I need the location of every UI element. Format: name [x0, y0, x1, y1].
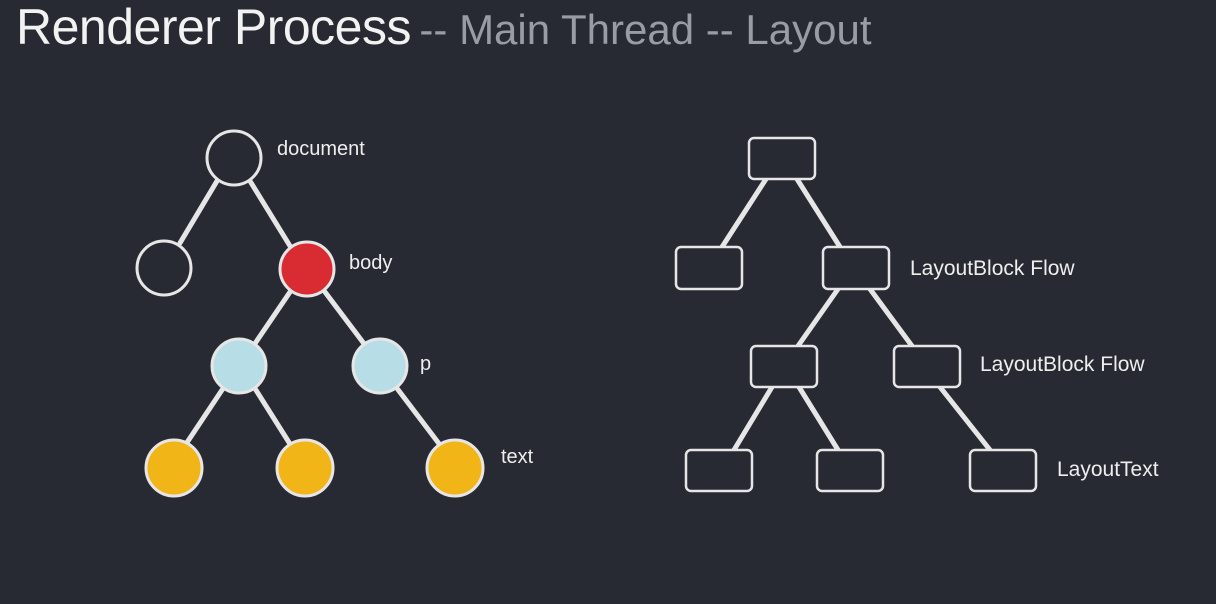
layout-box-root [747, 136, 817, 181]
node-element [210, 337, 268, 395]
node-p [351, 337, 409, 395]
layout-box-leaf-2 [815, 448, 885, 493]
label-body: body [349, 252, 392, 274]
label-layoutblock-flow-1: LayoutBlock Flow [910, 257, 1075, 280]
label-p: p [420, 353, 431, 375]
layout-boxes [674, 136, 1038, 493]
layout-box-layouttext [968, 448, 1038, 493]
edge-left-element-text-1 [183, 384, 227, 447]
layout-box-blockflow [821, 245, 891, 291]
edge-body-p [322, 289, 368, 348]
label-text: text [501, 446, 534, 468]
label-document: document [277, 138, 365, 160]
title-subtitle: -- Main Thread -- Layout [419, 6, 872, 53]
dom-tree: document body p text [135, 129, 534, 498]
label-layoutblock-flow-2: LayoutBlock Flow [980, 353, 1145, 376]
node-document [205, 129, 263, 187]
edge-root-blockflow [794, 176, 843, 250]
edge-blockflow-blockflow2 [867, 286, 915, 349]
slide-title: Renderer Process -- Main Thread -- Layou… [16, 2, 872, 52]
edge-p-text [393, 384, 443, 448]
edge-left-leaf-2 [796, 384, 841, 453]
layout-box-blockflow-2 [892, 344, 962, 389]
edge-document-body [247, 178, 293, 249]
layout-tree: LayoutBlock Flow LayoutBlock Flow Layout… [674, 136, 1159, 493]
layout-tree-edges [719, 176, 993, 453]
edge-blockflow-left [795, 286, 841, 349]
edge-document-left [177, 178, 220, 246]
edge-left-element-text-2 [251, 384, 293, 447]
dom-tree-edges [177, 178, 443, 448]
layout-box-leaf-1 [684, 448, 754, 493]
edge-blockflow2-layouttext [937, 384, 993, 453]
edge-root-left [719, 176, 769, 250]
edge-body-left-element [251, 289, 293, 348]
node-text-2 [275, 438, 335, 498]
node-body [278, 240, 336, 298]
node-text-1 [144, 438, 204, 498]
edge-left-leaf-1 [731, 384, 775, 453]
title-main: Renderer Process [16, 0, 411, 55]
node-text-3 [425, 438, 485, 498]
node-head [135, 239, 193, 297]
layout-box-mid-left [749, 344, 819, 389]
layout-box-left [674, 245, 744, 291]
label-layouttext: LayoutText [1057, 458, 1159, 481]
